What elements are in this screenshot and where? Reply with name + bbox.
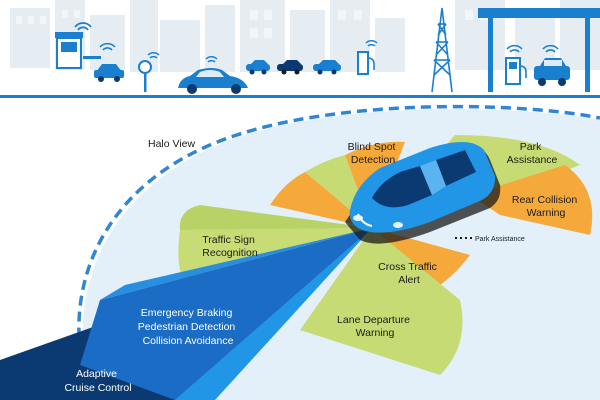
- car-icon: [534, 58, 570, 86]
- wifi-icon: [99, 42, 116, 51]
- blind-spot-label: Blind Spot Detection: [348, 141, 399, 166]
- car-icon: [178, 68, 248, 94]
- charging-station-icon: [357, 51, 375, 75]
- wifi-icon: [365, 40, 378, 47]
- toll-booth-icon: [55, 32, 101, 69]
- car-icon: [94, 64, 124, 82]
- traffic-sign-label: Traffic Sign Recognition: [202, 234, 258, 259]
- emergency-braking-beam: [80, 228, 372, 400]
- wifi-icon: [147, 52, 160, 59]
- lane-departure-label: Lane Departure Warning: [337, 314, 413, 339]
- gas-station-icon: [478, 8, 600, 92]
- park-assistance-top-label: Park Assistance: [507, 141, 558, 166]
- beam-highlight: [175, 228, 372, 400]
- halo-view-label: Halo View: [148, 138, 195, 150]
- cross-traffic-label: Cross Traffic Alert: [378, 261, 440, 286]
- traffic-sign-zone-top: [179, 205, 372, 230]
- wifi-icon: [506, 44, 523, 53]
- rear-collision-zone: [470, 165, 593, 235]
- cell-tower-icon: [431, 7, 453, 93]
- beam-highlight-upper: [100, 228, 372, 300]
- blind-spot-left-zone: [270, 172, 372, 228]
- wifi-icon: [205, 56, 218, 63]
- rear-collision-label: Rear Collision Warning: [512, 194, 580, 219]
- car-icon: [246, 60, 270, 75]
- park-assistance-side-label: Park Assistance: [475, 236, 525, 243]
- road-line: [0, 95, 600, 98]
- emergency-braking-label: Emergency Braking Pedestrian Detection C…: [138, 307, 238, 347]
- car-icon: [313, 60, 341, 75]
- car-icon: [345, 141, 501, 244]
- halo-dashed-boundary: [77, 104, 600, 400]
- adaptive-cruise-label: Adaptive Cruise Control: [64, 368, 131, 394]
- wifi-icon: [74, 22, 92, 31]
- car-icon: [277, 60, 303, 75]
- lane-departure-zone: [300, 228, 463, 375]
- parking-meter-icon: [138, 60, 152, 92]
- wifi-icon: [542, 44, 559, 53]
